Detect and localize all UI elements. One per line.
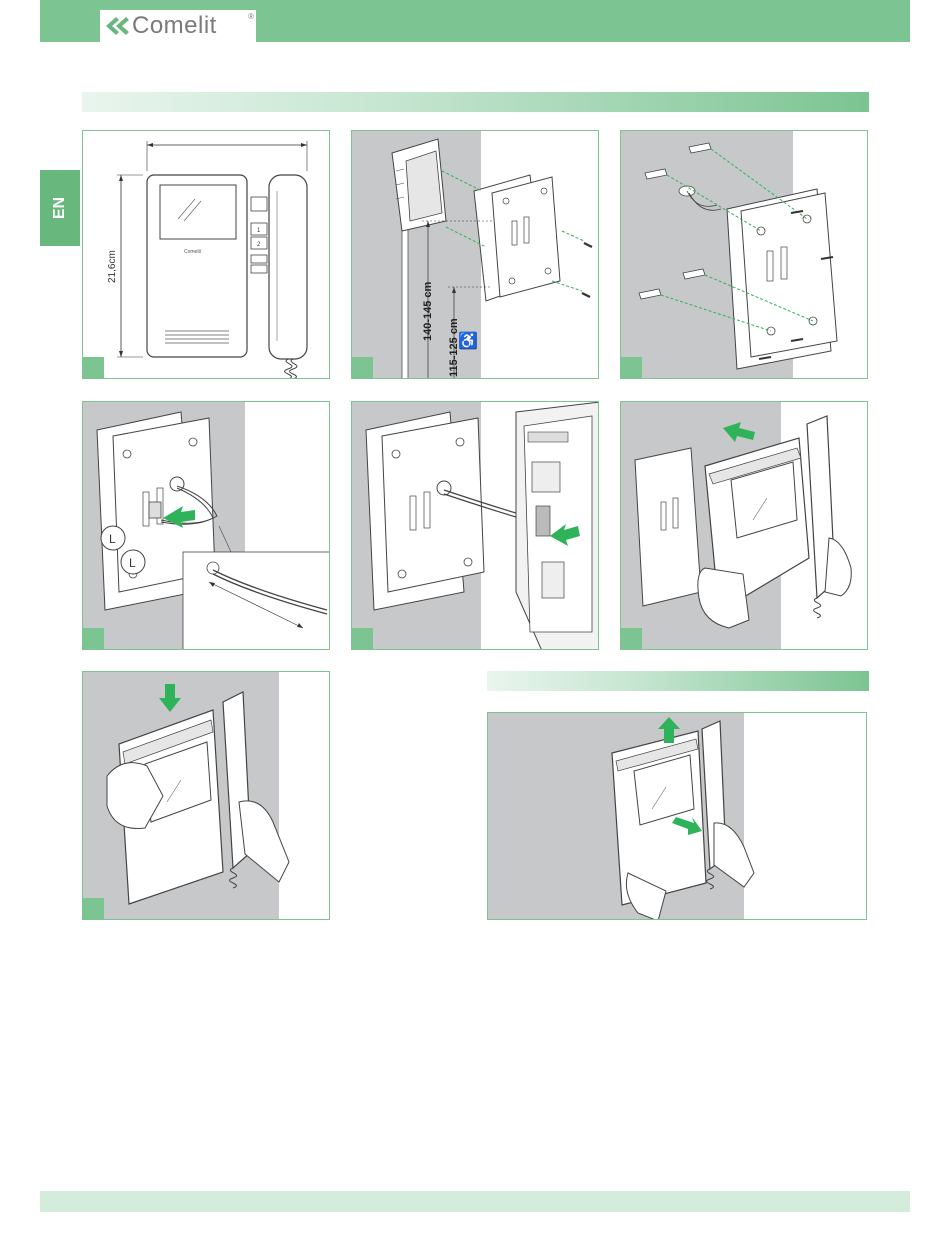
section-header-bar-removal [487, 671, 869, 691]
step-badge [621, 357, 642, 378]
step-badge [83, 898, 104, 919]
figure-panel-dimensions: Comelit 1 2 21,6cm [82, 130, 330, 379]
monitor-dimensions-illustration: Comelit 1 2 [83, 131, 330, 379]
figure-panel-wiring: L L [82, 401, 330, 650]
figure-panel-hook-monitor [620, 401, 868, 650]
terminal-label-2: L [129, 556, 136, 570]
comelit-logo: Comelit ® [100, 10, 256, 42]
monitor-logo-text: Comelit [184, 249, 202, 255]
step-badge [352, 628, 373, 649]
wall-fixing-illustration [621, 131, 868, 379]
wiring-illustration: L L [83, 402, 330, 650]
hook-monitor-illustration [621, 402, 868, 650]
lock-monitor-illustration [83, 672, 330, 920]
footer-bar [40, 1191, 910, 1212]
section-header-bar-installation [82, 92, 869, 112]
accessibility-icon: ♿ [458, 331, 478, 351]
height-standard-label: 140-145 cm [422, 282, 434, 341]
connector-illustration [352, 402, 599, 650]
step-badge [352, 357, 373, 378]
figure-panel-remove-monitor [487, 712, 867, 920]
remove-monitor-illustration [488, 713, 867, 920]
comelit-logo-mark-icon [104, 15, 130, 37]
logo-text: Comelit [132, 12, 217, 40]
figure-panel-lock-monitor [82, 671, 330, 920]
registered-mark: ® [248, 12, 254, 21]
step-badge [83, 357, 104, 378]
language-tab-label: EN [51, 197, 69, 219]
step-badge [621, 628, 642, 649]
figure-panel-wall-fixing [620, 130, 868, 379]
dimension-height-label: 21,6cm [107, 250, 118, 283]
language-tab: EN [40, 170, 80, 246]
step-badge [83, 628, 104, 649]
terminal-label-1: L [109, 532, 116, 546]
figure-panel-connector [351, 401, 599, 650]
figure-panel-mounting-heights: 140-145 cm 115-125 cm ♿ [351, 130, 599, 379]
